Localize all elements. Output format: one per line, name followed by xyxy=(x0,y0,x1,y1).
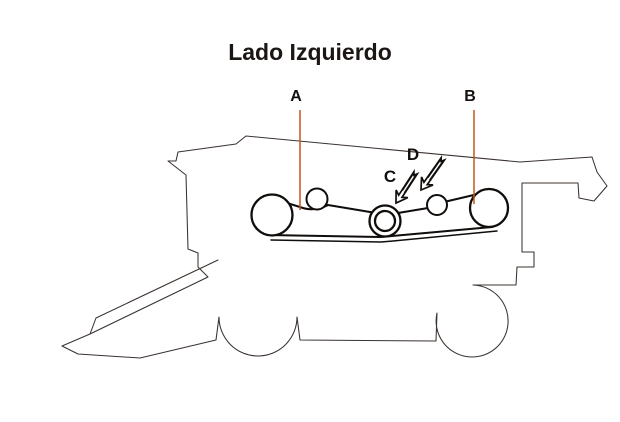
page-title: Lado Izquierdo xyxy=(228,39,392,65)
callout-d[interactable]: D xyxy=(407,145,449,194)
callout-c-arrow-icon xyxy=(395,168,420,205)
callout-d-arrow-icon xyxy=(420,154,447,192)
callout-a-label: A xyxy=(290,88,302,105)
belt-drive-assembly xyxy=(250,187,510,243)
right-drive-pulley xyxy=(468,187,510,229)
center-pulley-inner xyxy=(373,209,397,233)
upper-idler-pulley-right xyxy=(426,194,448,216)
callout-c-label: C xyxy=(384,167,396,186)
left-drive-pulley xyxy=(250,193,294,237)
machine-body-outline xyxy=(61,135,608,359)
callout-c[interactable]: C xyxy=(384,167,422,207)
callout-a[interactable]: A xyxy=(290,88,302,210)
upper-idler-pulley-left xyxy=(305,187,329,211)
callout-b-label: B xyxy=(464,88,476,105)
callout-b[interactable]: B xyxy=(464,88,476,204)
callout-d-label: D xyxy=(407,145,419,164)
